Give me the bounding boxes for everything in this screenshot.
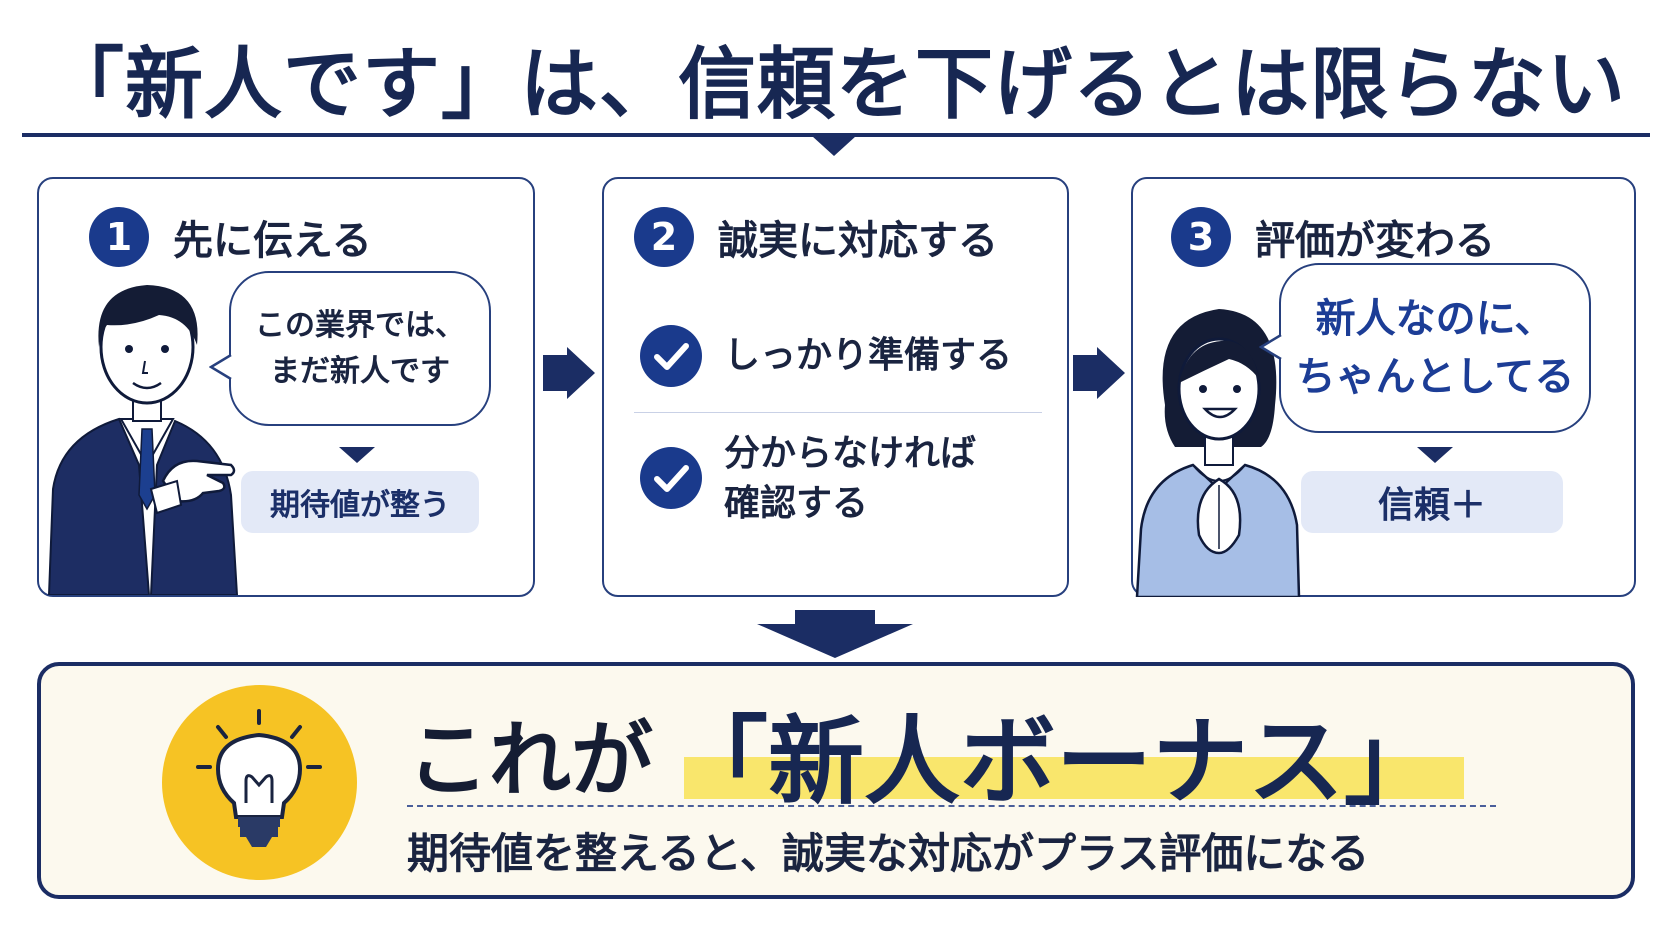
step-card-2: 2 誠実に対応する しっかり準備する 分からなければ 確認する <box>602 177 1069 597</box>
speech-bubble-tail <box>209 353 232 381</box>
speech-line: まだ新人です <box>270 353 450 389</box>
check-icon <box>640 325 702 387</box>
check-line: 確認する <box>724 483 869 524</box>
speech-line: 新人なのに、 <box>1315 296 1555 342</box>
speech-bubble-3: 新人なのに、 ちゃんとしてる <box>1279 263 1591 433</box>
speech-line: この業界では、 <box>255 307 465 343</box>
highlight-marker <box>684 757 1464 799</box>
check-icon <box>640 447 702 509</box>
divider-notch <box>812 136 856 156</box>
step-label-1: 先に伝える <box>173 218 372 264</box>
check-line: 分からなければ <box>724 433 977 474</box>
step-card-1: 1 先に伝える この業界では、 まだ新人です 期待値が整う <box>37 177 535 597</box>
speech-line: ちゃんとしてる <box>1295 354 1575 400</box>
person-man-icon <box>47 285 239 595</box>
check-item-1: しっかり準備する <box>724 331 1012 381</box>
conclusion-main: 「新人ボーナス」 <box>672 706 1440 818</box>
conclusion-subtitle: 期待値を整えると、誠実な対応がプラス評価になる <box>407 829 1370 878</box>
step-label-2: 誠実に対応する <box>718 218 998 264</box>
step-card-3: 3 評価が変わる 新人なのに、 ちゃんとしてる 信頼＋ <box>1131 177 1636 597</box>
result-pill-3: 信頼＋ <box>1301 471 1563 533</box>
conclusion-prefix: これが <box>407 713 654 808</box>
step-number-3: 3 <box>1171 207 1231 267</box>
lightbulb-icon <box>196 709 322 847</box>
arrow-right-icon <box>1073 347 1125 399</box>
check-divider <box>634 412 1042 413</box>
check-item-2: 分からなければ 確認する <box>724 429 976 529</box>
person-woman-icon <box>1135 309 1301 597</box>
arrow-right-icon <box>543 347 595 399</box>
step-header-3: 3 評価が変わる <box>1171 207 1495 267</box>
step-number-2: 2 <box>634 207 694 267</box>
check-line: しっかり準備する <box>724 335 1013 376</box>
title-divider <box>22 133 1650 137</box>
arrow-down-icon <box>339 447 375 463</box>
step-label-3: 評価が変わる <box>1255 218 1495 264</box>
step-number-1: 1 <box>89 207 149 267</box>
arrow-down-icon <box>757 610 913 658</box>
dashed-divider <box>407 805 1496 807</box>
step-header-2: 2 誠実に対応する <box>634 207 998 267</box>
speech-bubble-1: この業界では、 まだ新人です <box>229 271 491 426</box>
arrow-down-icon <box>1417 447 1453 463</box>
step-header-1: 1 先に伝える <box>89 207 372 267</box>
speech-bubble-tail <box>1259 333 1282 361</box>
result-pill-1: 期待値が整う <box>241 471 479 533</box>
page-title: 「新人です」は、信頼を下げるとは限らない <box>45 40 1626 130</box>
